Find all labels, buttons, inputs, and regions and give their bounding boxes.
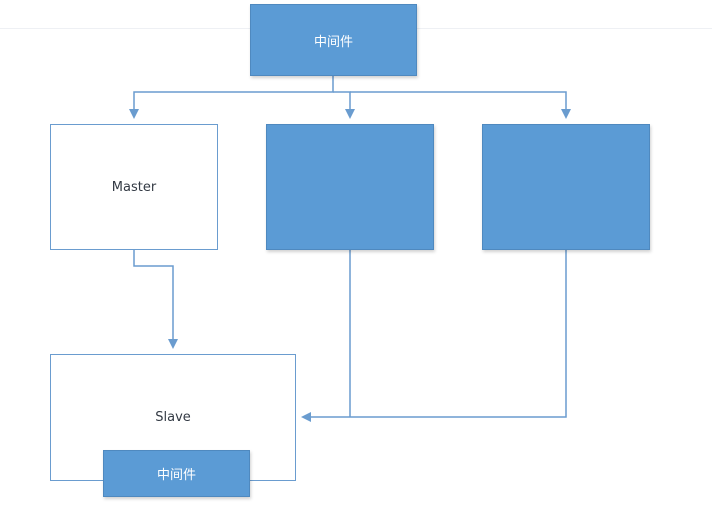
blank-node-middle (266, 124, 434, 250)
middleware-node-inner: 中间件 (103, 450, 250, 497)
master-node: Master (50, 124, 218, 250)
edge-master-to-slave (133, 250, 178, 349)
edge-top-to-right (350, 91, 571, 119)
middleware-node-top-label: 中间件 (313, 34, 353, 50)
master-node-label: Master (111, 179, 157, 195)
edge-top-to-master (129, 76, 334, 119)
blank-node-right (482, 124, 650, 250)
middleware-node-inner-label: 中间件 (156, 468, 196, 483)
slave-node-label: Slave (155, 410, 191, 425)
middleware-node-top: 中间件 (250, 4, 417, 76)
edge-top-to-mid (333, 91, 355, 119)
edge-right-to-slave (301, 250, 567, 422)
